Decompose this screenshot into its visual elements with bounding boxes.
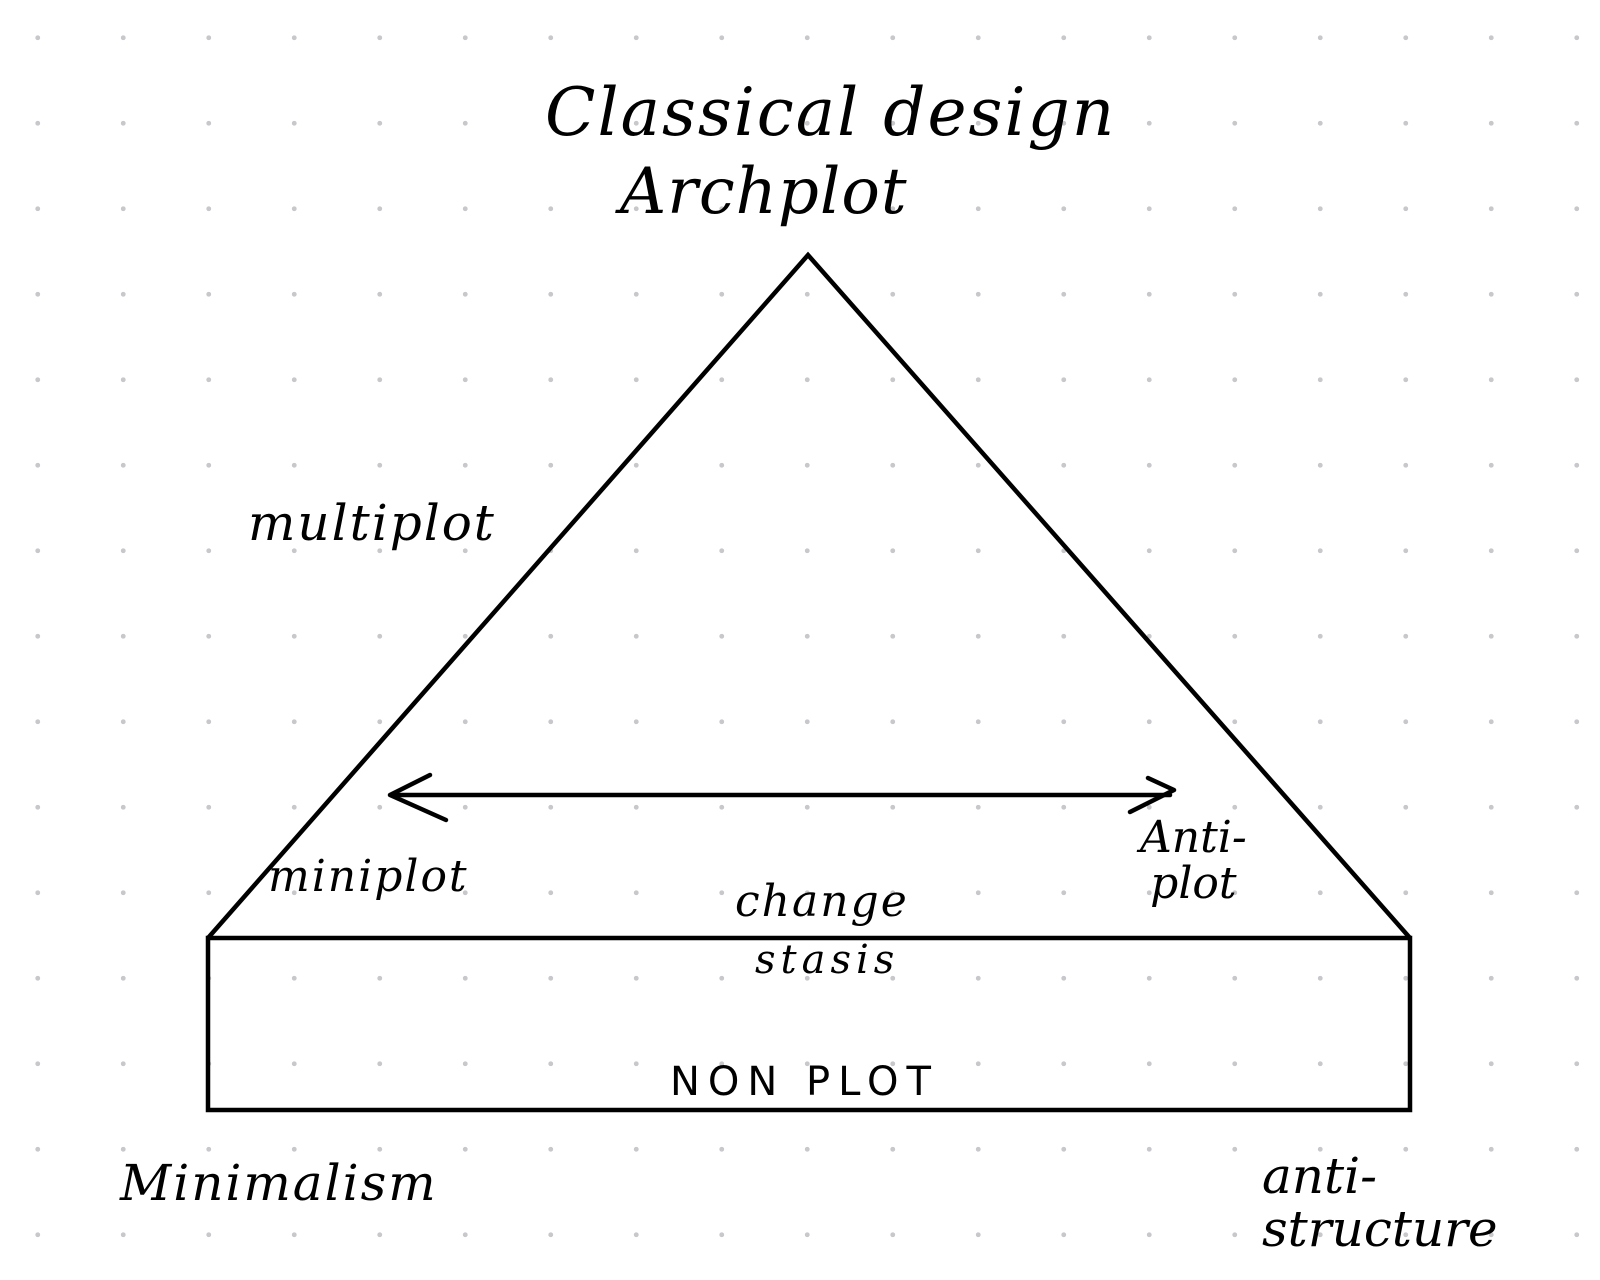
double-arrow-left-head <box>387 772 449 823</box>
base-rectangle <box>205 935 1413 1113</box>
double-arrow-right-head <box>1127 775 1177 815</box>
label-multiplot: multiplot <box>248 494 496 552</box>
label-nonplot: NON PLOT <box>670 1059 939 1105</box>
label-anti-structure: anti- structure <box>1262 1147 1498 1258</box>
label-antiplot: Anti- plot <box>1140 812 1247 910</box>
label-stasis: stasis <box>755 937 900 983</box>
label-classical-design: Classical design <box>545 74 1117 151</box>
label-minimalism: Minimalism <box>120 1154 438 1212</box>
label-archplot: Archplot <box>620 155 908 229</box>
label-change: change <box>735 876 909 927</box>
label-miniplot: miniplot <box>268 851 469 902</box>
triangle-outline <box>206 251 1412 940</box>
